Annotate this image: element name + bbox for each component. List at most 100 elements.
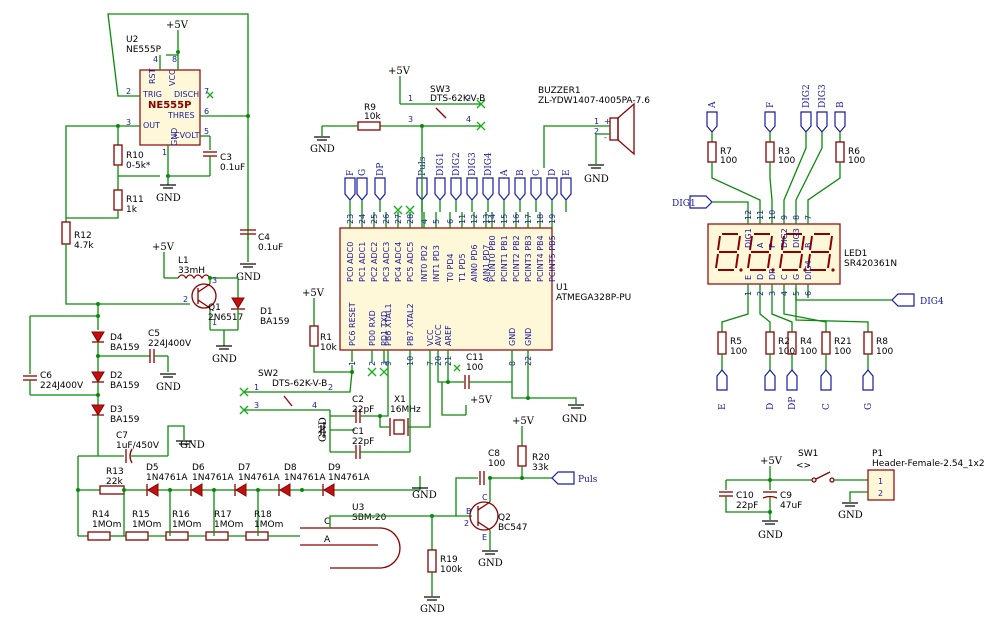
buzzer-value: ZL-YDW1407-4005PA-7.6 — [538, 96, 650, 106]
u1-net-label: Puls — [418, 156, 428, 176]
r12-body — [61, 221, 71, 245]
r12-group: R12 4.7k — [61, 221, 190, 305]
u1-top-pin-num: 11 — [458, 214, 467, 224]
c11-ref: C11 — [466, 353, 484, 363]
led-bottom-pin-num: 4 — [780, 291, 789, 296]
l1-ref: L1 — [178, 256, 189, 266]
r15-value: 1MOm — [132, 520, 161, 530]
buzzer-pin1: 1 — [594, 117, 599, 126]
u1-net-label-flag — [416, 177, 428, 201]
gnd-c7: GND — [180, 440, 205, 451]
r1-ref: R1 — [320, 333, 332, 343]
r10-value: 0-5k* — [126, 161, 151, 171]
u2-pin-rst: RST — [148, 68, 157, 84]
led-bottom-net-flag — [764, 369, 776, 391]
gnd-u1: GND — [562, 414, 587, 425]
gnd-q1: GND — [212, 354, 237, 365]
sw2-pin4: 4 — [312, 401, 317, 410]
led-top-res-value: 100 — [720, 156, 737, 166]
u2-pin4-num: 4 — [153, 55, 158, 64]
u1-top-pin-name: INT0 PD2 — [420, 245, 429, 282]
gnd-r19: GND — [420, 604, 445, 615]
led-top-net-label: F — [766, 102, 776, 108]
d6-ref: D6 — [192, 463, 205, 473]
u2-ne555: +5V U2 NE555P 4 8 RST VCC NE555P TRIG DI… — [65, 13, 250, 240]
d8-ref: D8 — [284, 463, 297, 473]
c4-value: 0.1uF — [258, 243, 283, 253]
u1-body — [339, 227, 553, 351]
u1-bottom-pin-name: AREF — [444, 325, 453, 346]
led-top-pin-name: B — [804, 243, 813, 249]
r9-ref: R9 — [364, 103, 376, 113]
sw3-pin2: 2 — [466, 94, 471, 103]
u1-top-pin-name: PCINT0 PB0 — [488, 235, 497, 282]
c5-ref: C5 — [148, 329, 160, 339]
zener-chain: R13 22k D5 1N4761A D6 1N4761A D7 1N4761A… — [76, 463, 437, 501]
led-top-resistor — [765, 141, 775, 163]
zener-d6 — [190, 483, 203, 497]
x1-ref: X1 — [394, 395, 406, 405]
u2-pin-cout: CVOLT — [174, 131, 200, 140]
led-bottom-pin-num: 3 — [768, 291, 777, 296]
u1-net-label: F — [346, 170, 356, 176]
u1-net-label: DIG4 — [484, 152, 494, 176]
led-top-net-flag — [764, 111, 776, 133]
led-bottom-pin-num: 2 — [756, 291, 765, 296]
u1-net-label: B — [516, 169, 526, 176]
u1-bottom-pin-num: 10 — [406, 356, 415, 366]
u1-bottom-pin-name: PB7 XTAL2 — [406, 303, 415, 346]
u1-vcc: +5V — [470, 395, 493, 406]
led-top-res-value: 100 — [848, 156, 865, 166]
d5-ref: D5 — [146, 463, 159, 473]
led-bottom-res-ref: R21 — [834, 337, 852, 347]
u1-top-pin-num: 27 — [394, 214, 403, 224]
u1-net-label: C — [532, 169, 542, 176]
sw3-r9-buzzer: +5V SW3 DTS-62K-V-B 1 2 3 4 R9 10k GND B… — [310, 66, 650, 228]
led-top-net-label: DIG3 — [818, 84, 828, 108]
u2-ref: U2 — [126, 35, 138, 45]
u1-top-pin-num: 12 — [470, 214, 479, 224]
led-bottom-res-value: 100 — [778, 347, 795, 357]
sw2-pin1: 1 — [254, 383, 259, 392]
svg-text:3: 3 — [212, 276, 217, 285]
led-top-net-label: DIG2 — [802, 84, 812, 108]
r1-value: 10k — [320, 343, 337, 353]
r10-r11-c3: R10 0-5k* R11 1k C3 0.1uF GND — [66, 126, 245, 219]
u1-net-label: D — [548, 169, 558, 176]
u1-bottom-pin-name: PC6 RESET — [348, 302, 357, 346]
led-top-pin-num: 11 — [756, 210, 765, 220]
r14-value: 1MOm — [92, 520, 121, 530]
d9-ref: D9 — [328, 463, 341, 473]
led-top-pin-num: 8 — [792, 215, 801, 220]
u1-net-label-flag — [356, 177, 368, 201]
c3-ref: C3 — [220, 153, 232, 163]
led-bottom-res-ref: R2 — [778, 337, 790, 347]
led-top-pin-num: 12 — [744, 210, 753, 220]
led-bottom-pin-num: 1 — [744, 291, 753, 296]
r17-value: 1MOm — [214, 520, 243, 530]
psu-vcc: +5V — [760, 456, 783, 467]
c7-ref: C7 — [116, 431, 128, 441]
zener-d9 — [322, 483, 335, 497]
c8-ref: C8 — [488, 449, 500, 459]
led-top-pin-name: DIG1 — [744, 228, 753, 248]
led-bottom-net-label: G — [864, 403, 874, 410]
u1-top-pin-num: 15 — [500, 214, 509, 224]
q1-ref: Q1 — [208, 303, 221, 313]
led-bottom-pin-num: 6 — [804, 291, 813, 296]
r10-ref: R10 — [126, 151, 144, 161]
p1-body — [867, 469, 895, 501]
u2-pin-thres: THRES — [167, 111, 195, 120]
c7-value: 1uF/450V — [116, 441, 160, 451]
u1-top-pin-name: PC4 ADC4 — [394, 242, 403, 282]
led-top-pin-name: DIG3 — [792, 228, 801, 248]
r19-ref: R19 — [440, 555, 458, 565]
buzzer-horn — [617, 102, 635, 156]
d3-ref: D3 — [110, 405, 123, 415]
u1-top-pin-num: 19 — [548, 214, 557, 224]
u1-top-pin-name: PC5 ADC5 — [406, 242, 415, 282]
u2-vcc-label: +5V — [166, 20, 189, 31]
led-top-resistor — [707, 141, 717, 163]
u1-top-pin-num: 13 — [482, 214, 491, 224]
